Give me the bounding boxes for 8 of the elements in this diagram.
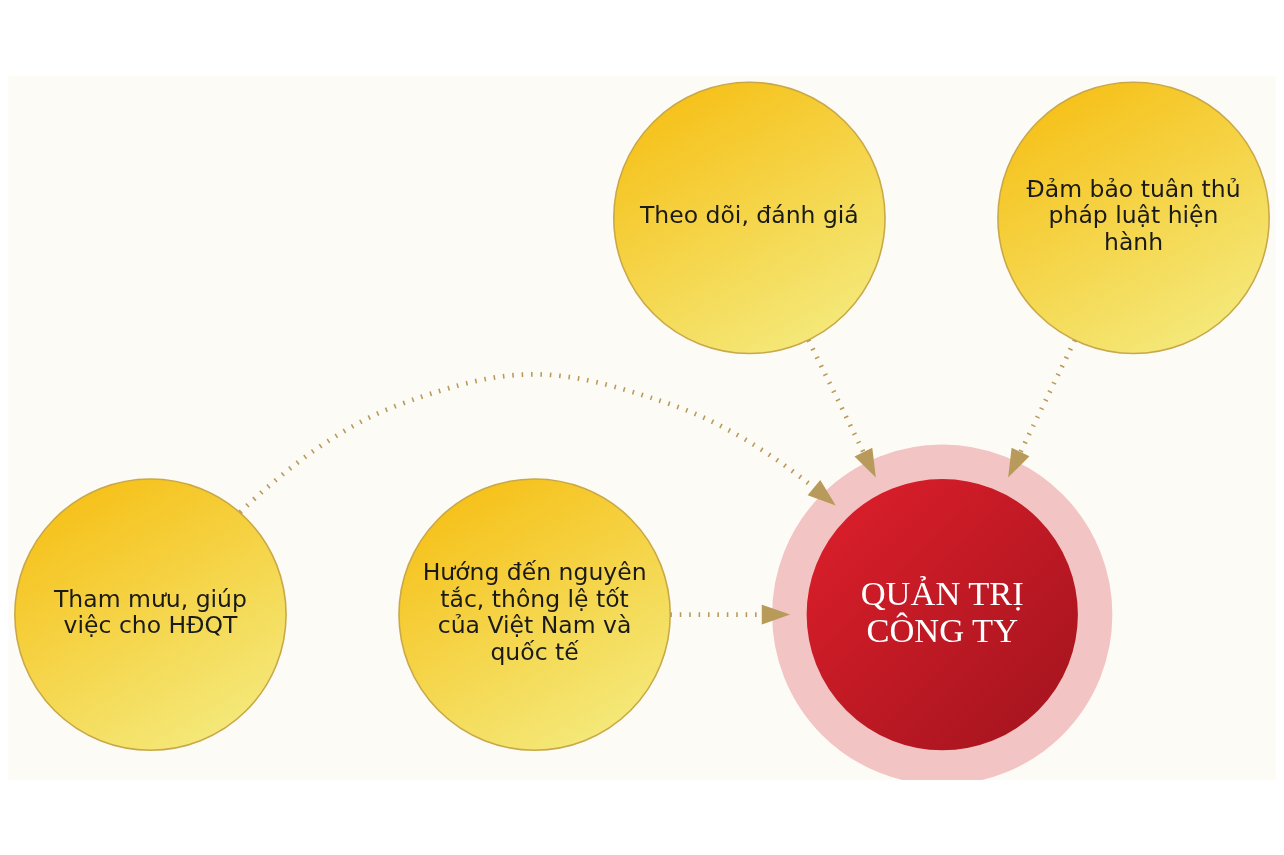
node-circle: Tham mưu, giúp việc cho HĐQT (14, 477, 287, 751)
node-circle: Hướng đến nguyên tắc, thông lệ tốt của Việt Nam và quốc tế (398, 477, 671, 751)
arrow (1008, 338, 1077, 477)
arrow (670, 604, 791, 624)
arrow (806, 338, 876, 477)
node-circle: Theo dõi, đánh giá (613, 81, 886, 354)
arrow (238, 371, 836, 514)
node-circle: Đảm bảo tuân thủ pháp luật hiện hành (997, 81, 1270, 354)
